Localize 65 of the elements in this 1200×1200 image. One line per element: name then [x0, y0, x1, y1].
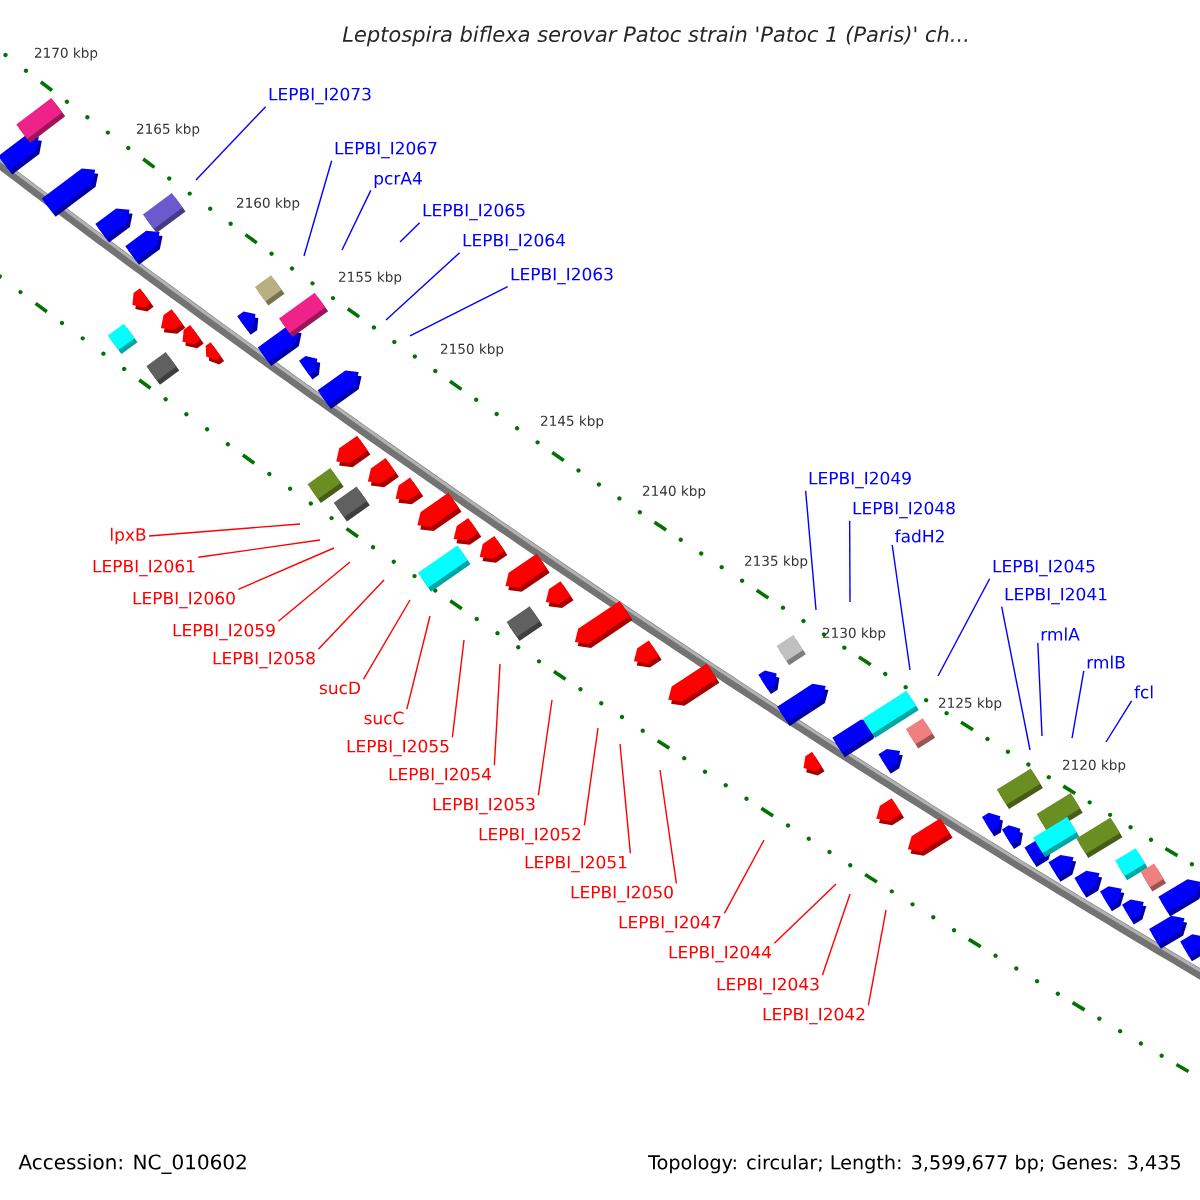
gene-label: LEPBI_I2044 — [669, 945, 771, 963]
leader-line — [406, 615, 431, 710]
leader-line — [537, 699, 553, 796]
gene-label: rmlA — [1041, 627, 1080, 641]
leader-line — [277, 561, 351, 622]
leader-line — [773, 883, 837, 944]
leader-line — [195, 106, 267, 181]
leader-line — [1071, 670, 1085, 739]
gene-label: LEPBI_I2047 — [619, 915, 721, 933]
gene-label: LEPBI_I2055 — [347, 739, 449, 757]
leader-line — [317, 579, 385, 650]
leader-line — [1037, 642, 1043, 737]
gene-label: LEPBI_I2073 — [269, 87, 371, 105]
gene-label: LEPBI_I2043 — [717, 977, 819, 995]
leader-line — [451, 639, 465, 738]
gene-label: LEPBI_I2053 — [433, 797, 535, 815]
leader-line — [619, 743, 632, 854]
gene-label: LEPBI_I2061 — [93, 559, 195, 577]
gene-label: fcl — [1134, 685, 1153, 699]
gene-label: sucC — [364, 711, 404, 725]
gene-label: LEPBI_I2067 — [335, 141, 437, 159]
leader-line — [659, 769, 678, 884]
leader-line — [867, 909, 887, 1006]
gene-label: LEPBI_I2063 — [511, 267, 613, 285]
title: Leptospira biflexa serovar Patoc strain 'Patoc 1 (Paris)' ch... — [342, 25, 968, 47]
leader-line — [303, 160, 333, 257]
gene-label: sucD — [319, 681, 361, 695]
leader-line — [937, 578, 991, 677]
gene-label: LEPBI_I2052 — [479, 827, 581, 845]
leader-line — [385, 252, 461, 321]
gene-label: LEPBI_I2060 — [133, 591, 235, 609]
footer-text: Topology: circular; Length: 3,599,677 bp; Genes: 3,435 — [648, 1154, 1180, 1174]
leader-line — [723, 839, 765, 914]
leader-line — [148, 523, 301, 537]
leader-line — [821, 893, 851, 976]
gene-label: LEPBI_I2058 — [213, 651, 315, 669]
gene-label: LEPBI_I2049 — [809, 471, 911, 489]
gene-label: pcrA4 — [374, 172, 422, 188]
gene-label: LEPBI_I2059 — [173, 623, 275, 641]
leader-line — [493, 663, 501, 766]
leader-line — [583, 727, 599, 826]
gene-label: fadH2 — [895, 529, 944, 543]
leader-line — [341, 189, 372, 251]
leader-line — [804, 490, 817, 611]
gene-label: LEPBI_I2045 — [993, 559, 1095, 577]
footer-text: Accession: NC_010602 — [18, 1154, 246, 1174]
gene-label: lpxB — [111, 527, 146, 545]
leader-line — [409, 286, 509, 337]
leader-line — [1000, 606, 1031, 751]
leader-line — [197, 539, 321, 558]
gene-label: LEPBI_I2064 — [463, 233, 565, 251]
gene-label: LEPBI_I2050 — [571, 885, 673, 903]
gene-label: LEPBI_I2051 — [525, 855, 627, 873]
gene-label: LEPBI_I2054 — [389, 767, 491, 785]
gene-label: rmlB — [1087, 655, 1125, 669]
leader-line — [891, 544, 911, 671]
leader-line — [237, 547, 335, 590]
gene-label: LEPBI_I2041 — [1005, 587, 1107, 605]
leader-line — [1105, 700, 1133, 743]
gene-label: LEPBI_I2048 — [853, 501, 955, 519]
gene-label: LEPBI_I2065 — [423, 203, 525, 221]
leader-line — [399, 222, 421, 243]
leader-line — [362, 599, 411, 680]
leader-line — [848, 520, 851, 603]
gene-label: LEPBI_I2042 — [763, 1007, 865, 1025]
